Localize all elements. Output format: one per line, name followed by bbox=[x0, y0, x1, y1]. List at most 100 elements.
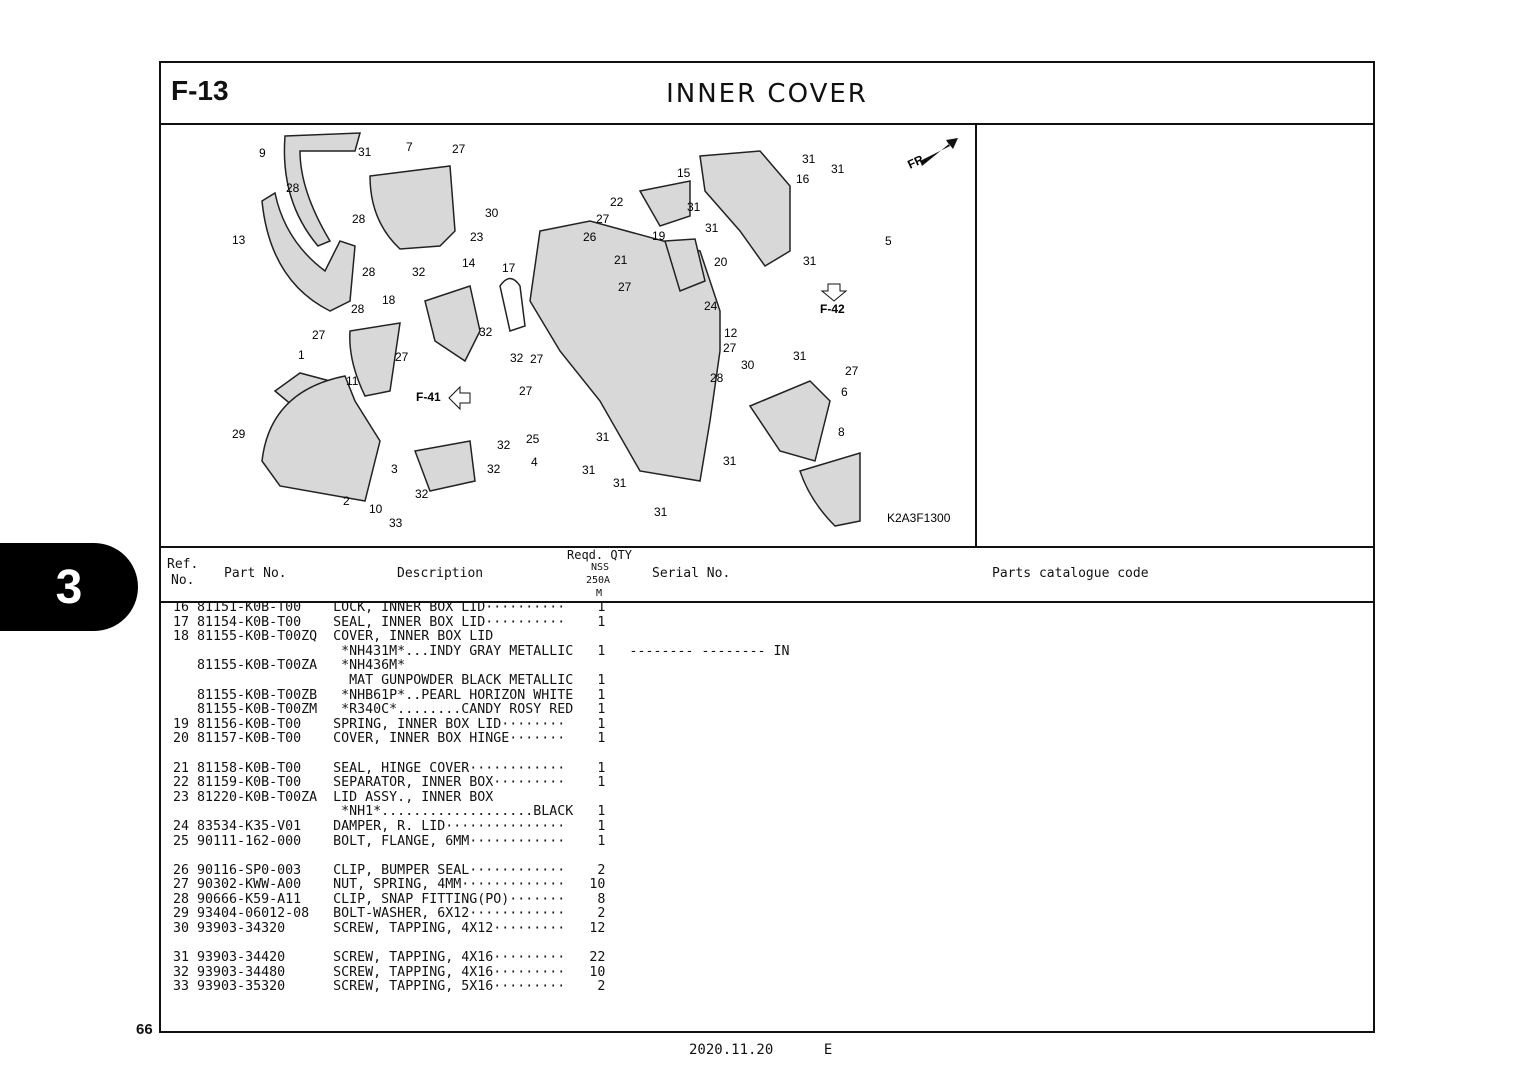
cell-part-no: 81156-K0B-T00 bbox=[197, 716, 326, 732]
cell-ref: 23 bbox=[173, 789, 190, 805]
cell-qty: 1 bbox=[573, 614, 606, 630]
callout-27: 27 bbox=[596, 212, 610, 226]
callout-2: 2 bbox=[343, 494, 350, 508]
callout-28: 28 bbox=[352, 212, 366, 226]
callout-30: 30 bbox=[741, 358, 755, 372]
cell-part-no bbox=[197, 673, 325, 688]
callout-17: 17 bbox=[502, 261, 516, 275]
table-row: 29 93404-06012-08 BOLT-WASHER, 6X12·····… bbox=[173, 907, 789, 922]
cell-ref: 19 bbox=[173, 716, 190, 732]
cell-description: CLIP, BUMPER SEAL············ bbox=[333, 862, 574, 878]
callout-13: 13 bbox=[232, 233, 246, 247]
table-row: 26 90116-SP0-003 CLIP, BUMPER SEAL······… bbox=[173, 862, 789, 879]
table-header: Ref. No. Part No. Description Reqd. QTY … bbox=[161, 546, 1373, 603]
callout-33: 33 bbox=[389, 516, 403, 530]
table-row: 81155-K0B-T00ZA *NH436M* bbox=[173, 659, 789, 674]
front-arrow-icon bbox=[920, 138, 958, 166]
cell-ref bbox=[173, 673, 189, 688]
col-catalogue-code: Parts catalogue code bbox=[992, 566, 1149, 581]
catalogue-page: F-13 INNER COVER bbox=[159, 61, 1375, 1033]
cell-description: SCREW, TAPPING, 5X16········· bbox=[333, 979, 574, 995]
cell-ref: 17 bbox=[173, 614, 190, 630]
cell-description: SCREW, TAPPING, 4X16········· bbox=[333, 964, 574, 980]
callout-27: 27 bbox=[395, 350, 409, 364]
cell-ref: 27 bbox=[173, 877, 190, 893]
ref-arrow-f41-icon bbox=[448, 385, 471, 411]
col-serial-no: Serial No. bbox=[652, 566, 731, 581]
cell-qty: 1 bbox=[573, 775, 606, 791]
cell-part-no: 81155-K0B-T00ZB bbox=[197, 687, 326, 703]
cell-description: *NH1*...................BLACK bbox=[333, 804, 574, 820]
callout-31: 31 bbox=[793, 349, 807, 363]
cell-qty: 1 bbox=[573, 687, 606, 703]
part-shapes bbox=[261, 132, 861, 527]
cell-description: BOLT-WASHER, 6X12············ bbox=[333, 906, 574, 922]
part-22 bbox=[638, 180, 691, 227]
cell-part-no bbox=[197, 804, 325, 819]
callout-15: 15 bbox=[677, 166, 691, 180]
cell-qty: 1 bbox=[573, 731, 606, 747]
cell-ref: 32 bbox=[173, 964, 190, 980]
cell-ref bbox=[173, 658, 189, 673]
table-row: 20 81157-K0B-T00 COVER, INNER BOX HINGE·… bbox=[173, 732, 789, 747]
col-model-3: M bbox=[596, 588, 603, 599]
cell-part-no: 81157-K0B-T00 bbox=[197, 731, 326, 747]
cell-qty: 12 bbox=[573, 921, 606, 937]
part-17 bbox=[499, 277, 526, 332]
part-7 bbox=[369, 165, 456, 250]
table-row: 33 93903-35320 SCREW, TAPPING, 5X16·····… bbox=[173, 980, 789, 995]
callout-32: 32 bbox=[487, 462, 501, 476]
cell-part-no: 81159-K0B-T00 bbox=[197, 775, 326, 791]
callout-19: 19 bbox=[652, 229, 666, 243]
callout-25: 25 bbox=[526, 432, 540, 446]
part-18 bbox=[349, 322, 401, 397]
callout-14: 14 bbox=[462, 256, 476, 270]
col-model-2: 250A bbox=[586, 575, 611, 586]
cell-part-no: 81220-K0B-T00ZA bbox=[197, 789, 326, 805]
callout-31: 31 bbox=[358, 145, 372, 159]
table-row: 19 81156-K0B-T00 SPRING, INNER BOX LID··… bbox=[173, 716, 789, 733]
row-gap bbox=[173, 937, 789, 952]
callout-21: 21 bbox=[614, 253, 628, 267]
cell-qty: 1 bbox=[573, 672, 606, 688]
callout-32: 32 bbox=[412, 265, 426, 279]
cell-part-no: 81155-K0B-T00ZM bbox=[197, 702, 326, 718]
callout-28: 28 bbox=[351, 302, 365, 316]
callout-31: 31 bbox=[705, 221, 719, 235]
callout-27: 27 bbox=[723, 341, 737, 355]
cell-description: *R340C*........CANDY ROSY RED bbox=[333, 702, 574, 718]
title-bar: F-13 INNER COVER bbox=[161, 63, 1373, 125]
section-tab: 3 bbox=[0, 543, 138, 631]
callout-16: 16 bbox=[796, 172, 810, 186]
cell-part-no: 90116-SP0-003 bbox=[197, 862, 326, 878]
edition: E bbox=[823, 1042, 833, 1058]
table-row: 28 90666-K59-A11 CLIP, SNAP FITTING(PO)·… bbox=[173, 892, 789, 908]
callout-27: 27 bbox=[530, 352, 544, 366]
cell-description: LID ASSY., INNER BOX bbox=[333, 789, 574, 805]
cell-description: SEPARATOR, INNER BOX········· bbox=[333, 775, 574, 791]
parts-table: 16 81151-K0B-T00 LOCK, INNER BOX LID····… bbox=[173, 600, 789, 995]
cell-qty: 1 bbox=[573, 804, 606, 820]
cell-ref: 21 bbox=[173, 760, 190, 776]
cell-ref: 20 bbox=[173, 731, 190, 747]
part-11 bbox=[261, 375, 381, 502]
cell-description: BOLT, FLANGE, 6MM············ bbox=[333, 833, 574, 849]
col-no: No. bbox=[171, 573, 195, 588]
cell-part-no: 83534-K35-V01 bbox=[197, 818, 326, 834]
figure-code: F-13 bbox=[171, 75, 229, 106]
cell-ref: 25 bbox=[173, 833, 190, 849]
cell-part-no: 81151-K0B-T00 bbox=[197, 600, 326, 615]
col-ref: Ref. bbox=[167, 557, 199, 572]
col-model-1: NSS bbox=[591, 562, 610, 573]
callout-8: 8 bbox=[838, 425, 845, 439]
callout-9: 9 bbox=[259, 146, 266, 160]
cell-qty: 1 bbox=[573, 833, 606, 849]
cell-ref: 18 bbox=[173, 629, 190, 645]
part-8 bbox=[799, 451, 861, 527]
callout-32: 32 bbox=[415, 487, 429, 501]
cell-qty bbox=[573, 629, 605, 644]
col-description: Description bbox=[397, 566, 484, 581]
ref-f42: F-42 bbox=[820, 302, 845, 316]
table-row: *NH1*...................BLACK 1 bbox=[173, 805, 789, 820]
